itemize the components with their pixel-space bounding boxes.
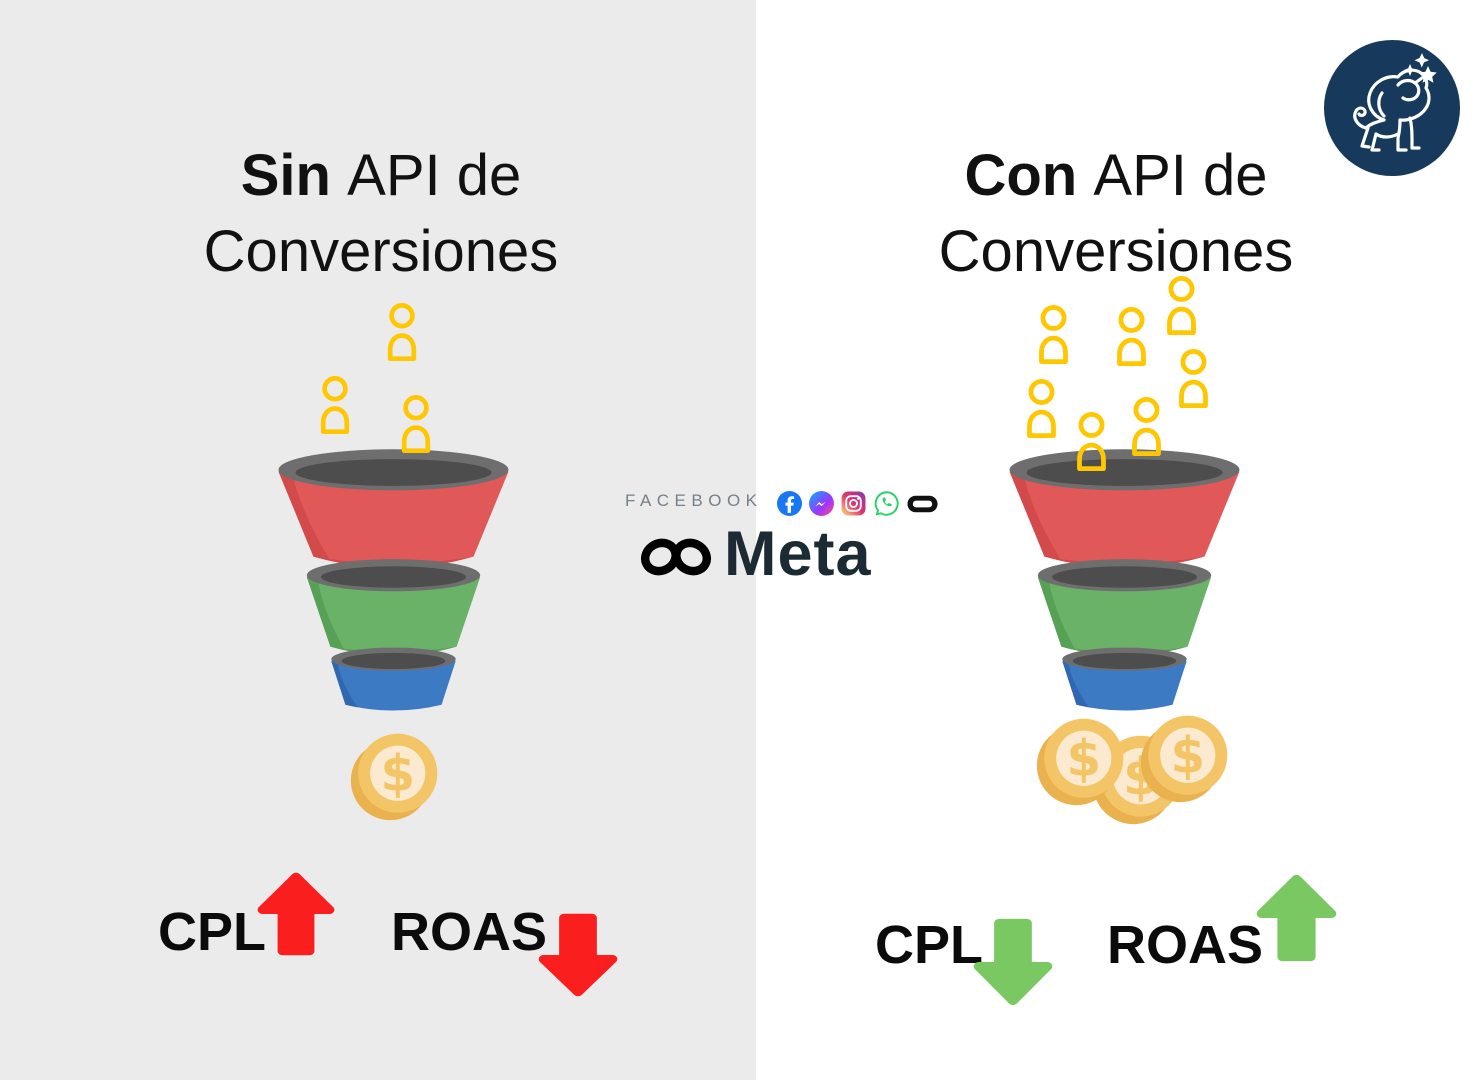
right-roas-label: ROAS — [1107, 915, 1264, 975]
messenger-icon — [809, 491, 834, 516]
left-roas-label: ROAS — [391, 902, 548, 962]
lion-icon — [1353, 68, 1431, 152]
coin-icon — [1035, 714, 1127, 808]
stars-icon — [1404, 53, 1437, 83]
coin-icon — [349, 729, 441, 823]
right-title-emphasis: Con — [964, 143, 1078, 208]
person-icon — [1017, 379, 1066, 439]
left-title-line2: Conversiones — [203, 219, 559, 284]
meta-wordmark: Meta — [724, 519, 872, 589]
person-icon — [378, 303, 426, 362]
person-icon — [311, 376, 359, 435]
right-title-line2: Conversiones — [938, 219, 1294, 284]
left-title-rest: API de — [347, 143, 522, 208]
person-icon — [392, 395, 440, 454]
instagram-icon — [841, 491, 866, 516]
person-icon — [1122, 397, 1171, 457]
whatsapp-icon — [874, 491, 899, 516]
person-icon — [1157, 276, 1206, 336]
left-title-emphasis: Sin — [240, 143, 331, 208]
oculus-icon — [907, 495, 938, 512]
lion-stars-logo-badge — [1324, 40, 1460, 176]
up-arrow-icon — [1255, 872, 1338, 964]
person-icon — [1107, 307, 1156, 367]
down-arrow-icon — [972, 916, 1054, 1008]
up-arrow-icon — [256, 870, 336, 958]
right-title-rest: API de — [1093, 143, 1268, 208]
social-icons-row — [777, 490, 938, 517]
person-icon — [1067, 412, 1116, 472]
down-arrow-icon — [537, 911, 619, 999]
left-cpl-label: CPL — [158, 902, 266, 962]
facebook-icon — [777, 491, 802, 516]
person-icon — [1029, 305, 1078, 365]
right-cpl-label: CPL — [875, 915, 983, 975]
coin-icon — [1139, 711, 1231, 805]
badge-circle — [1324, 40, 1460, 176]
right-funnel-chart — [1002, 443, 1247, 711]
left-funnel-chart — [271, 443, 516, 711]
facebook-wordmark: FACEBOOK — [625, 491, 763, 510]
meta-infinity-icon — [640, 538, 712, 576]
person-icon — [1169, 349, 1218, 409]
